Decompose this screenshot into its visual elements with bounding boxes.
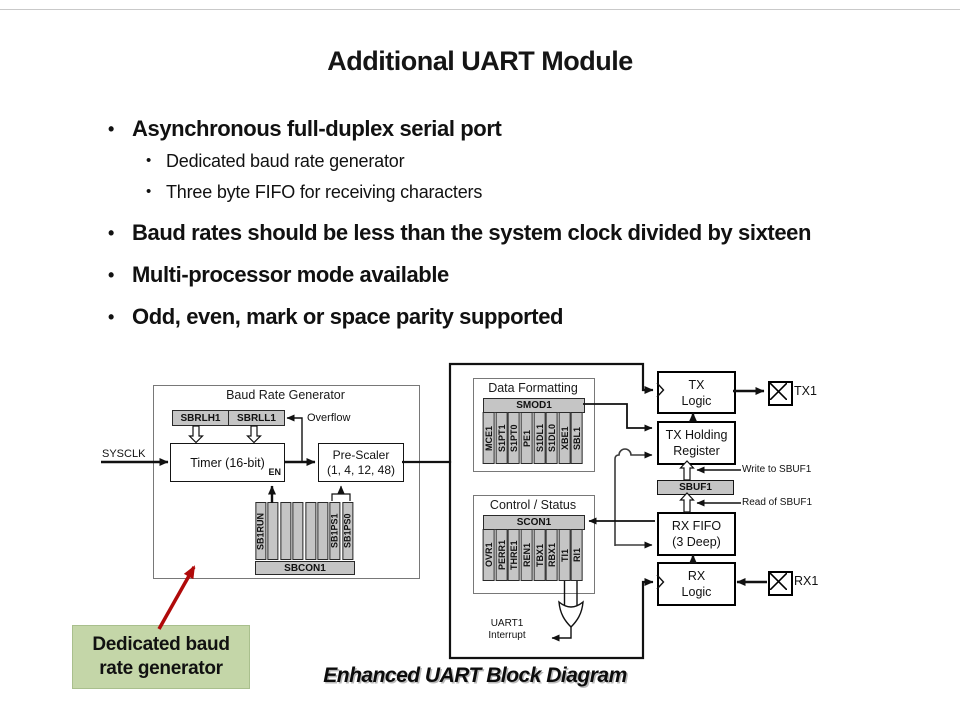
slide-top-border	[0, 9, 960, 10]
rx-logic-line2: Logic	[681, 585, 712, 599]
timer-label: Timer (16-bit)	[190, 455, 265, 470]
bit-cell: OVR1	[483, 529, 495, 581]
diagram-caption: Enhanced UART Block Diagram	[323, 664, 627, 687]
bit-cell: XBE1	[558, 412, 571, 464]
scon1-register-label: SCON1	[483, 515, 585, 530]
bit-cell	[267, 502, 279, 560]
bit-cell: THRE1	[508, 529, 520, 581]
tx-holding-line1: TX Holding	[665, 428, 728, 442]
uart1-interrupt-label: UART1 Interrupt	[478, 618, 536, 642]
prescaler-block: Pre-Scaler (1, 4, 12, 48)	[318, 443, 404, 482]
bit-cell	[292, 502, 304, 560]
timer-enable-label: EN	[268, 467, 281, 477]
bullet-list: • Asynchronous full-duplex serial port •…	[100, 104, 840, 330]
sbrlh1-register: SBRLH1	[172, 410, 229, 426]
read-of-sbuf1-label: Read of SBUF1	[742, 497, 813, 508]
bit-cell: TI1	[558, 529, 571, 581]
bullet-marker: •	[146, 183, 152, 200]
rx-logic-line1: RX	[687, 569, 706, 583]
wire-gate-to-interrupt	[551, 627, 572, 642]
bullet-item: • Asynchronous full-duplex serial port	[100, 116, 840, 142]
rx-logic-block: RX Logic	[657, 562, 736, 606]
bullet-text: Odd, even, mark or space parity supporte…	[132, 304, 564, 329]
bit-cell: S1DL0	[546, 412, 558, 464]
bit-cell: RI1	[571, 529, 583, 581]
pin-x-icon	[769, 572, 788, 591]
tx-logic-block: TX Logic	[657, 371, 736, 414]
callout-line1: Dedicated baud	[92, 634, 230, 655]
bullet-marker: •	[108, 119, 114, 139]
bit-cell: TBX1	[533, 529, 546, 581]
timer-block: Timer (16-bit) EN	[170, 443, 285, 482]
bit-cell: MCE1	[483, 412, 495, 464]
uart1-interrupt-line1: UART1	[490, 618, 524, 629]
rx1-pin	[768, 571, 793, 596]
bullet-marker: •	[108, 307, 114, 327]
sysclk-label: SYSCLK	[102, 448, 146, 460]
bit-cell: S1DL1	[533, 412, 546, 464]
bullet-text: Dedicated baud rate generator	[166, 151, 405, 171]
bullet-item: • Odd, even, mark or space parity suppor…	[100, 304, 840, 330]
bullet-marker: •	[146, 152, 152, 169]
scon1-bit-cells: OVR1 PERR1 THRE1 REN1 TBX1 RBX1 TI1 RI1	[483, 529, 583, 581]
bit-cell: PE1	[520, 412, 533, 464]
pin-x-icon	[769, 382, 788, 401]
sbcon1-register-label: SBCON1	[255, 561, 355, 575]
bit-cell: RBX1	[546, 529, 558, 581]
bit-cell	[279, 502, 292, 560]
overflow-label: Overflow	[307, 412, 351, 424]
uart1-interrupt-line2: Interrupt	[488, 630, 526, 641]
tx1-pin-label: TX1	[794, 384, 817, 398]
tx-holding-register-block: TX Holding Register	[657, 421, 736, 465]
bit-cell: SBL1	[571, 412, 583, 464]
bullet-marker: •	[108, 265, 114, 285]
tx1-pin	[768, 381, 793, 406]
tx-holding-line2: Register	[673, 444, 720, 458]
bullet-text: Three byte FIFO for receiving characters	[166, 182, 483, 202]
hollow-arrow-rx-fifo-to-sbuf1	[679, 492, 695, 513]
bullet-item: • Baud rates should be less than the sys…	[100, 220, 840, 246]
control-status-title: Control / Status	[489, 498, 577, 512]
callout-dedicated-baud: Dedicated baud rate generator	[72, 625, 250, 689]
sbrll1-register: SBRLL1	[228, 410, 285, 426]
rx1-pin-label: RX1	[794, 574, 819, 588]
prescaler-label: Pre-Scaler	[332, 447, 390, 462]
bit-cell: SB1RUN	[255, 502, 267, 560]
or-gate-icon	[558, 600, 584, 628]
rx-fifo-line1: RX FIFO	[671, 519, 722, 533]
bit-cell: REN1	[520, 529, 533, 581]
tx-logic-line2: Logic	[681, 393, 712, 408]
bullet-text: Multi-processor mode available	[132, 262, 449, 287]
baud-rate-generator-title: Baud Rate Generator	[226, 388, 345, 402]
bit-cell: S1PT1	[495, 412, 508, 464]
data-formatting-title: Data Formatting	[488, 381, 578, 395]
tx-logic-line1: TX	[688, 377, 705, 392]
write-to-sbuf1-label: Write to SBUF1	[742, 464, 812, 475]
bullet-marker: •	[108, 223, 114, 243]
bit-cell	[316, 502, 329, 560]
smod1-register-label: SMOD1	[483, 398, 585, 413]
bullet-subitem: • Three byte FIFO for receiving characte…	[146, 180, 840, 204]
rx-fifo-line2: (3 Deep)	[672, 535, 721, 549]
callout-line2: rate generator	[99, 658, 223, 679]
bit-cell: PERR1	[495, 529, 508, 581]
sbuf1-register: SBUF1	[657, 480, 734, 495]
sbcon1-bit-cells: SB1RUN SB1PS1 SB1PS0	[255, 502, 353, 560]
wire-bus-to-tx-holding	[614, 448, 653, 546]
bullet-item: • Multi-processor mode available	[100, 262, 840, 288]
bullet-subitem: • Dedicated baud rate generator	[146, 149, 840, 173]
bit-cell: SB1PS1	[329, 502, 341, 560]
rx-fifo-block: RX FIFO (3 Deep)	[657, 512, 736, 556]
bit-cell: S1PT0	[508, 412, 520, 464]
page-title: Additional UART Module	[327, 46, 633, 76]
bit-cell: SB1PS0	[341, 502, 353, 560]
bullet-text: Baud rates should be less than the syste…	[132, 220, 812, 245]
smod1-bit-cells: MCE1 S1PT1 S1PT0 PE1 S1DL1 S1DL0 XBE1 SB…	[483, 412, 583, 464]
bit-cell	[304, 502, 316, 560]
bullet-text: Asynchronous full-duplex serial port	[132, 116, 502, 141]
prescaler-values: (1, 4, 12, 48)	[326, 462, 396, 477]
